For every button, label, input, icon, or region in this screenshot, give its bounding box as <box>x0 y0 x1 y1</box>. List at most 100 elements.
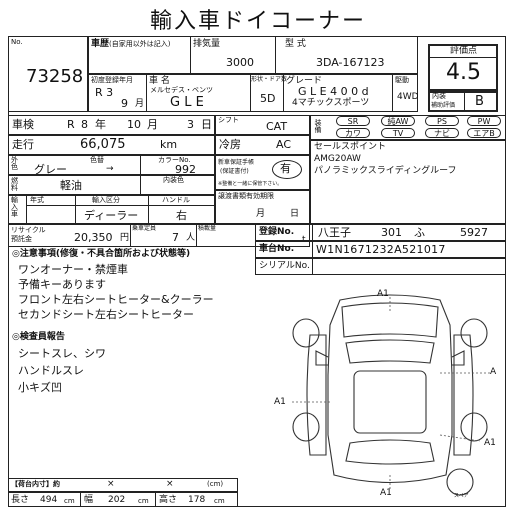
registration-region: 八王子 <box>318 226 351 239</box>
color-label: 外色 <box>11 156 18 171</box>
capacity-label: 乗車定員 <box>132 225 157 232</box>
shaken-year: 8 <box>81 118 88 131</box>
car-left-side <box>306 334 327 456</box>
warranty-circle <box>272 160 302 179</box>
salespoint-box <box>310 140 506 224</box>
import-handle-value: 右 <box>176 209 187 222</box>
stock-number: 73258 <box>26 66 84 87</box>
recycle-unit: 円 <box>120 233 130 243</box>
capacity-unit: 人 <box>186 233 196 243</box>
load-label: 積載量 <box>198 225 217 232</box>
shaken-day: 3 <box>187 118 194 131</box>
mileage-value: 66,075 <box>80 137 126 152</box>
color-value: グレー <box>34 163 67 176</box>
import-year-label: 年式 <box>30 196 44 204</box>
first-reg-label: 初度登録年月 <box>91 76 133 84</box>
cargo-row <box>8 478 238 492</box>
divider <box>146 74 147 112</box>
registration-number: 5927 <box>460 226 488 239</box>
color-arrow: → <box>106 164 114 174</box>
grade-label: グレード <box>286 76 323 86</box>
inner-color-label: 内装色 <box>163 176 184 184</box>
height-label: 高さ <box>159 495 178 505</box>
recycle-value: 20,350 <box>74 231 113 244</box>
cargo-x2: × <box>166 479 174 489</box>
width-unit: cm <box>138 497 149 505</box>
car-mirror-left <box>315 350 329 366</box>
equip-tv: TV <box>381 128 415 138</box>
import-handle-label: ハンドル <box>162 196 190 204</box>
notes-line: ワンオーナー・禁煙車 <box>18 263 128 276</box>
import-row <box>8 195 215 224</box>
capacity-value: 7 <box>172 231 179 244</box>
score-box <box>428 44 498 91</box>
height-value: 178 <box>188 495 206 505</box>
wheel-rl <box>292 412 320 442</box>
mileage-label: 走行 <box>12 138 34 151</box>
grade-line2: 4マチックスポーツ <box>292 98 370 108</box>
car-hood <box>341 302 439 338</box>
form-value: 5D <box>260 92 276 105</box>
equipment-label: 装備 <box>314 119 322 133</box>
width-label: 幅 <box>84 495 94 505</box>
transfer-day: 日 <box>290 209 300 219</box>
drive-label: 駆動 <box>395 76 409 84</box>
chassis-label: 車台No. <box>259 244 295 254</box>
shaken-row <box>8 115 215 135</box>
aircon-label: 冷房 <box>219 138 241 151</box>
recycle-row <box>8 224 310 247</box>
divider <box>26 205 215 206</box>
dims-row <box>8 492 238 507</box>
equip-leather: カワ <box>336 128 370 138</box>
equip-pw: PW <box>467 116 501 126</box>
equip-navi: ナビ <box>425 128 459 138</box>
length-label: 長さ <box>11 495 30 505</box>
divider <box>148 195 149 224</box>
recycle-sublabel: 預託金 <box>11 235 32 243</box>
recycle-label: リサイクル <box>11 226 46 234</box>
interior-label: 内装 <box>432 92 446 100</box>
divider <box>464 91 465 112</box>
width-value: 202 <box>108 495 126 505</box>
car-body-outline <box>327 294 453 483</box>
divider <box>312 224 313 275</box>
model-value: 3DA-167123 <box>316 56 385 69</box>
chassis-row <box>255 241 506 258</box>
damage-mark: A <box>490 367 497 377</box>
import-label: 輸入車 <box>11 196 18 218</box>
shaken-day-unit: 日 <box>201 118 212 131</box>
spare-label: スペア <box>454 493 469 499</box>
equip-sr: SR <box>336 116 370 126</box>
car-mirror-right <box>451 350 465 366</box>
damage-mark: A1 <box>274 397 286 407</box>
history-label: 車歴(自家用以外は記入) <box>91 39 171 49</box>
transfer-box <box>215 190 310 224</box>
registration-class: 301 <box>381 226 402 239</box>
divider <box>250 74 251 112</box>
import-class-label: 輸入区分 <box>92 196 120 204</box>
car-row <box>88 74 418 112</box>
spare-wheel <box>446 468 474 496</box>
notes-line: 予備キーあります <box>18 278 106 291</box>
notes-line: セカンドシート左右シートヒーター <box>18 308 194 321</box>
inspector-title: ◎検査員報告 <box>12 332 65 342</box>
car-roof <box>353 370 427 434</box>
divider <box>80 492 81 507</box>
chassis-value: W1N1671232A521017 <box>316 243 446 256</box>
equip-ps: PS <box>425 116 459 126</box>
displacement-value: 3000 <box>226 56 254 69</box>
warranty-label: 新車保証手帳 <box>218 159 255 166</box>
inspector-line: ハンドルスレ <box>18 364 84 377</box>
aircon-value: AC <box>276 138 292 151</box>
divider <box>283 74 284 112</box>
mileage-row <box>8 135 215 155</box>
car-name: G L E <box>170 95 204 110</box>
warranty-value: 有 <box>280 162 291 175</box>
wheel-rr <box>460 412 488 442</box>
color-code-label: カラーNo. <box>158 156 191 164</box>
car-windshield <box>345 339 435 364</box>
car-diagram <box>292 294 490 496</box>
car-rear-glass <box>345 439 435 465</box>
transfer-label: 譲渡書類有効期限 <box>218 192 274 200</box>
history-row <box>88 36 418 74</box>
